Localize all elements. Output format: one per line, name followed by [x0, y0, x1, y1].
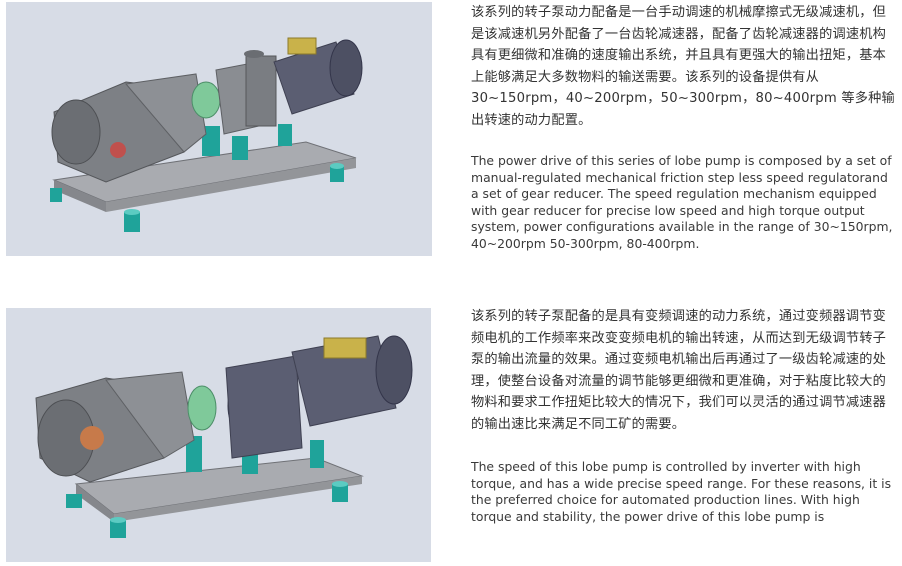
section-manual-speed-drive: 该系列的转子泵动力配备是一台手动调速的机械摩擦式无级减速机，但是该减速机另外配备… — [0, 0, 902, 280]
section-inverter-drive: 该系列的转子泵配备的是具有变频调速的动力系统，通过变频器调节变频电机的工作频率来… — [0, 300, 902, 566]
lobe-pump-manual-drive-illustration — [50, 37, 363, 232]
description-column: 该系列的转子泵配备的是具有变频调速的动力系统，通过变频器调节变频电机的工作频率来… — [471, 306, 895, 525]
chinese-description: 该系列的转子泵动力配备是一台手动调速的机械摩擦式无级减速机，但是该减速机另外配备… — [471, 5, 895, 128]
chinese-description: 该系列的转子泵配备的是具有变频调速的动力系统，通过变频器调节变频电机的工作频率来… — [471, 309, 887, 432]
pump-image-manual-drive — [6, 2, 432, 256]
lobe-pump-inverter-drive-illustration — [35, 335, 413, 538]
english-description: The power drive of this series of lobe p… — [471, 153, 893, 251]
english-description: The speed of this lobe pump is controlle… — [471, 459, 892, 524]
pump-image-inverter-drive — [6, 308, 431, 562]
description-column: 该系列的转子泵动力配备是一台手动调速的机械摩擦式无级减速机，但是该减速机另外配备… — [471, 2, 895, 253]
